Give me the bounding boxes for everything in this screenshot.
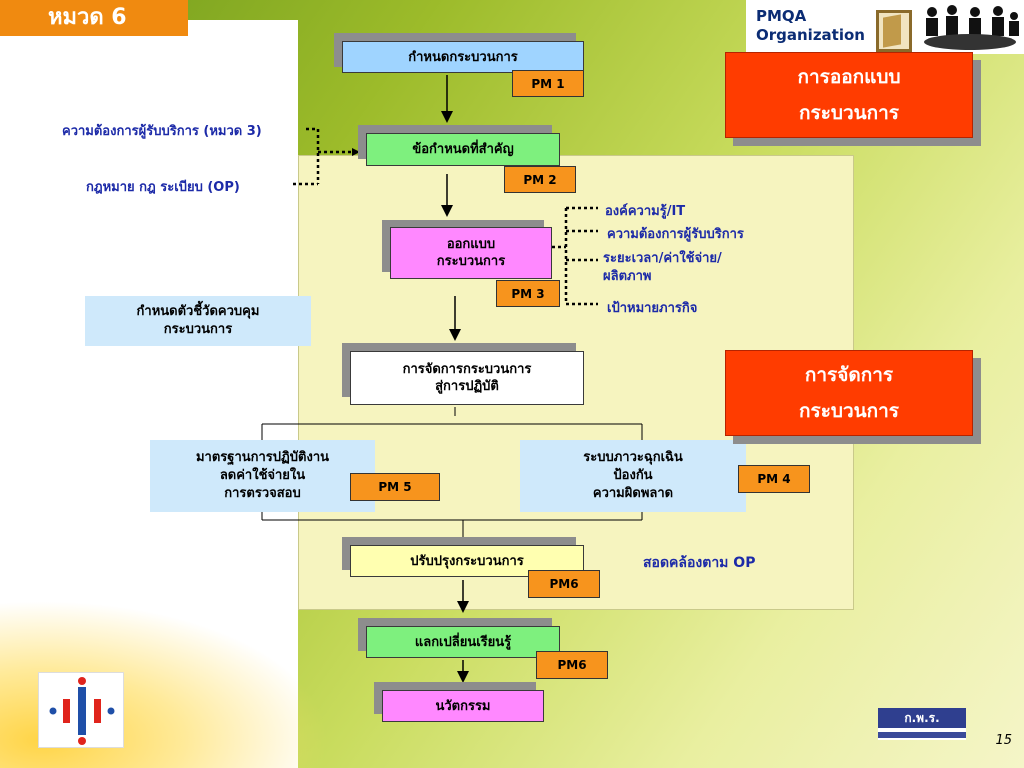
emergency-system-line1: ระบบภาวะฉุกเฉิน xyxy=(583,450,683,465)
ocsc-logo-bar xyxy=(878,732,966,738)
control-indicators-box: กำหนดตัวชี้วัดควบคุม กระบวนการ xyxy=(85,296,311,346)
control-indicators-line2: กระบวนการ xyxy=(163,322,233,337)
emergency-system-line2: ป้องกัน xyxy=(613,468,653,483)
implementation-line2: สู่การปฏิบัติ xyxy=(435,379,499,394)
implementation-box: การจัดการกระบวนการ สู่การปฏิบัติ xyxy=(350,351,584,405)
emergency-system-line3: ความผิดพลาด xyxy=(592,486,674,501)
design-process-line1: ออกแบบ xyxy=(446,237,496,252)
ocsc-logo: ก.พ.ร. xyxy=(878,708,966,740)
pm3-badge: PM 3 xyxy=(496,280,560,307)
key-requirements-box: ข้อกำหนดที่สำคัญ xyxy=(366,133,560,166)
meeting-people-icon xyxy=(924,5,1019,50)
control-indicators-line1: กำหนดตัวชี้วัดควบคุม xyxy=(136,304,260,319)
knowledge-sharing-box: แลกเปลี่ยนเรียนรู้ xyxy=(366,626,560,658)
emergency-system-box: ระบบภาวะฉุกเฉิน ป้องกัน ความผิดพลาด xyxy=(520,440,746,512)
pm6-badge-knowledge: PM6 xyxy=(536,651,608,679)
work-standards-box: มาตรฐานการปฏิบัติงาน ลดค่าใช้จ่ายใน การต… xyxy=(150,440,375,512)
innovation-box: นวัตกรรม xyxy=(382,690,544,722)
implementation-line1: การจัดการกระบวนการ xyxy=(402,362,532,377)
process-design-callout-line1: การออกแบบ xyxy=(797,66,901,88)
design-process-line2: กระบวนการ xyxy=(436,254,506,269)
pmqa-title-line2: Organization xyxy=(756,26,865,44)
pmqa-title-line1: PMQA xyxy=(756,7,807,25)
laws-regulations-input: กฎหมาย กฎ ระเบียบ (OP) xyxy=(86,180,240,195)
customer-needs-input: ความต้องการผู้รับบริการ (หมวด 3) xyxy=(62,124,262,139)
door-icon xyxy=(876,10,912,52)
pm5-badge: PM 5 xyxy=(350,473,440,501)
work-standards-line3: การตรวจสอบ xyxy=(224,486,301,501)
page-number: 15 xyxy=(995,733,1012,748)
factor-time-cost: ระยะเวลา/ค่าใช้จ่าย/ ผลิตภาพ xyxy=(603,250,763,286)
factor-time-cost-line2: ผลิตภาพ xyxy=(603,269,652,284)
process-design-callout: การออกแบบ กระบวนการ xyxy=(725,52,973,138)
factor-customer-needs: ความต้องการผู้รับบริการ xyxy=(607,227,744,242)
pmqa-title: PMQA Organization xyxy=(756,7,865,45)
define-process-box: กำหนดกระบวนการ xyxy=(342,41,584,73)
process-management-callout: การจัดการ กระบวนการ xyxy=(725,350,973,436)
pm6-badge-improve: PM6 xyxy=(528,570,600,598)
design-process-box: ออกแบบ กระบวนการ xyxy=(390,227,552,279)
factor-knowledge-it: องค์ความรู้/IT xyxy=(605,204,686,219)
aligned-op-text: สอดคล้องตาม OP xyxy=(643,555,756,571)
process-management-callout-line1: การจัดการ xyxy=(804,364,894,386)
pm4-badge: PM 4 xyxy=(738,465,810,493)
pm1-badge: PM 1 xyxy=(512,70,584,97)
ocsc-logo-text: ก.พ.ร. xyxy=(878,708,966,728)
category-tag: หมวด 6 xyxy=(0,0,188,36)
agency-logo-icon xyxy=(49,677,115,745)
process-management-callout-line2: กระบวนการ xyxy=(798,400,899,422)
agency-logo xyxy=(38,672,124,748)
work-standards-line2: ลดค่าใช้จ่ายใน xyxy=(219,468,306,483)
factor-time-cost-line1: ระยะเวลา/ค่าใช้จ่าย/ xyxy=(603,251,722,266)
pm2-badge: PM 2 xyxy=(504,166,576,193)
process-design-callout-line2: กระบวนการ xyxy=(798,102,899,124)
work-standards-line1: มาตรฐานการปฏิบัติงาน xyxy=(195,450,329,465)
factor-mission-goals: เป้าหมายภารกิจ xyxy=(607,301,698,316)
